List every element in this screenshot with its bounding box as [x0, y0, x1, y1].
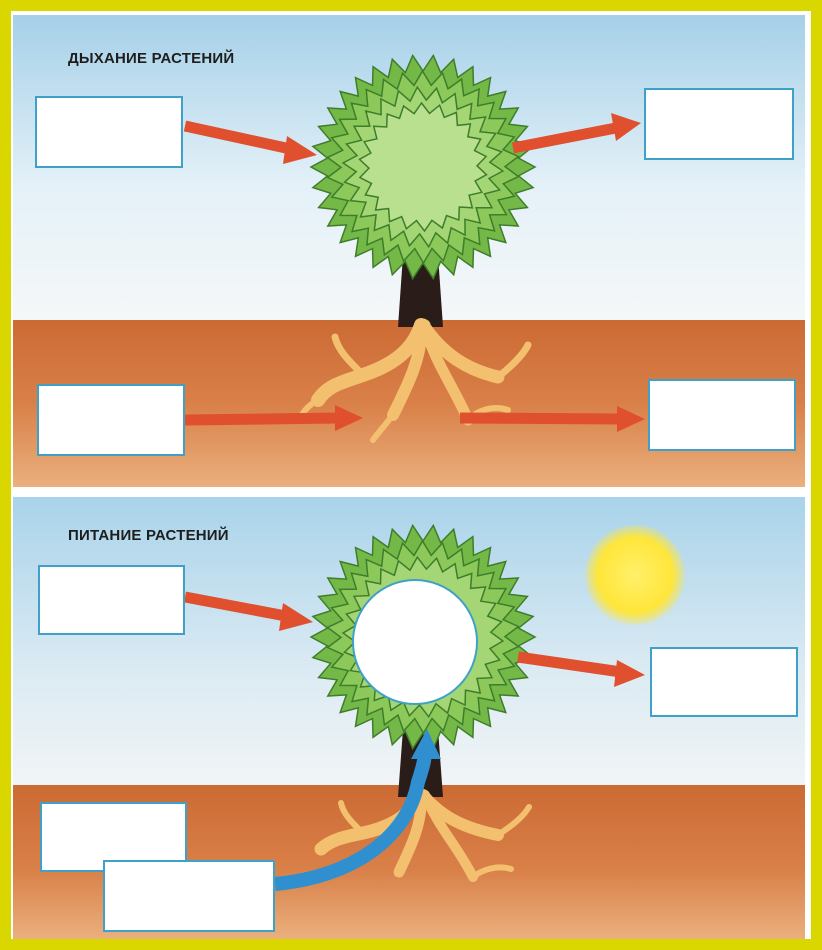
- answer-circle-crown[interactable]: [353, 580, 477, 704]
- nutrition-title: ПИТАНИЕ РАСТЕНИЙ: [68, 527, 229, 544]
- answer-box-soil-lower[interactable]: [103, 860, 275, 932]
- respiration-panel: ДЫХАНИЕ РАСТЕНИЙ: [13, 15, 805, 487]
- answer-box-soil-left[interactable]: [37, 384, 185, 456]
- respiration-title: ДЫХАНИЕ РАСТЕНИЙ: [68, 50, 234, 67]
- answer-box-sky-right[interactable]: [650, 647, 798, 717]
- answer-box-top-right[interactable]: [644, 88, 794, 160]
- nutrition-panel: ПИТАНИЕ РАСТЕНИЙ: [13, 497, 805, 939]
- answer-box-soil-right[interactable]: [648, 379, 796, 451]
- panel-separator: [13, 487, 805, 497]
- answer-box-sky-left[interactable]: [38, 565, 185, 635]
- sun: [585, 525, 685, 625]
- answer-box-top-left[interactable]: [35, 96, 183, 168]
